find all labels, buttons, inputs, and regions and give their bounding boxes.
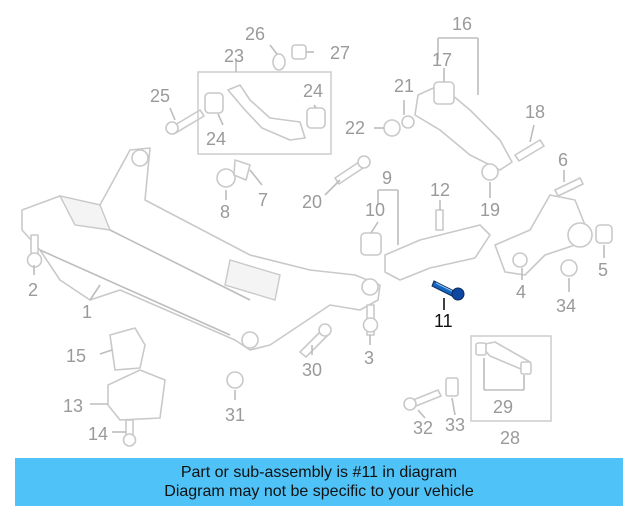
bushing-5 — [595, 224, 613, 244]
bolt-18 — [514, 139, 545, 162]
parts-diagram: 1 2 3 4 5 6 7 8 9 10 11 12 13 14 15 16 1… — [21, 14, 613, 448]
callout-12: 12 — [430, 180, 450, 200]
callout-27: 27 — [330, 43, 350, 63]
info-banner: Part or sub-assembly is #11 in diagram D… — [15, 458, 623, 506]
nut-8 — [216, 168, 236, 188]
nut-34 — [560, 259, 578, 277]
lower-arm-part — [383, 81, 513, 171]
bracket-7 — [233, 159, 251, 181]
callout-26: 26 — [245, 24, 265, 44]
callout-29: 29 — [493, 397, 513, 417]
callout-3: 3 — [364, 348, 374, 368]
leader-lines — [33, 37, 605, 433]
knuckle-part — [494, 194, 593, 276]
callout-2: 2 — [28, 280, 38, 300]
callout-7: 7 — [258, 190, 268, 210]
washer-26 — [272, 53, 286, 71]
callout-32: 32 — [413, 418, 433, 438]
banner-line-2: Diagram may not be specific to your vehi… — [164, 483, 474, 500]
callout-14: 14 — [88, 424, 108, 444]
callout-28: 28 — [500, 428, 520, 448]
washer-33 — [445, 377, 459, 397]
callout-31: 31 — [225, 405, 245, 425]
nut-19 — [481, 163, 499, 181]
bolt-30 — [299, 323, 332, 358]
callout-13: 13 — [63, 396, 83, 416]
callout-8: 8 — [220, 202, 230, 222]
callout-10: 10 — [365, 200, 385, 220]
highlighted-bolt-11[interactable] — [431, 280, 465, 310]
bolt-12 — [435, 209, 444, 231]
callout-4: 4 — [516, 282, 526, 302]
banner-line-1: Part or sub-assembly is #11 in diagram — [180, 464, 458, 481]
callout-33: 33 — [445, 415, 465, 435]
upper-arm-part — [204, 84, 326, 141]
callout-34: 34 — [556, 296, 576, 316]
box-28 — [470, 335, 552, 422]
bolt-14 — [122, 419, 137, 447]
callout-18: 18 — [525, 102, 545, 122]
box-23 — [197, 71, 332, 155]
bushing-27 — [291, 44, 307, 60]
callout-9: 9 — [382, 168, 392, 188]
callout-19: 19 — [480, 200, 500, 220]
callout-24-left: 24 — [206, 129, 226, 149]
bolt-20 — [334, 155, 371, 185]
callout-16: 16 — [452, 14, 472, 34]
nut-31 — [226, 371, 244, 389]
callout-22: 22 — [345, 118, 365, 138]
bolt-3 — [362, 304, 379, 336]
subframe-part — [21, 147, 381, 351]
callout-15: 15 — [66, 346, 86, 366]
callout-17: 17 — [432, 50, 452, 70]
bracket-13 — [107, 369, 166, 421]
callout-24-right: 24 — [303, 81, 323, 101]
bolt-6 — [554, 177, 584, 197]
callout-25: 25 — [150, 86, 170, 106]
callout-30: 30 — [302, 360, 322, 380]
bolt-32 — [403, 389, 442, 411]
callout-5: 5 — [598, 260, 608, 280]
callout-1: 1 — [82, 302, 92, 322]
callout-20: 20 — [302, 192, 322, 212]
trailing-arm-part — [360, 224, 491, 281]
callout-11[interactable]: 11 — [434, 311, 453, 331]
bolt-25 — [165, 109, 205, 135]
link-29 — [475, 341, 532, 375]
callout-23: 23 — [224, 46, 244, 66]
callout-21: 21 — [394, 76, 414, 96]
mount-15 — [109, 327, 146, 371]
callout-6: 6 — [558, 150, 568, 170]
